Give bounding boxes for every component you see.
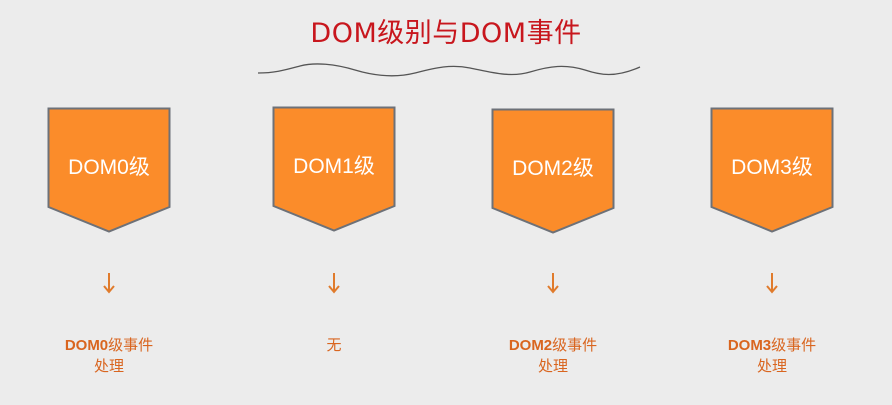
result-dom2: DOM2级事件 处理: [473, 335, 633, 377]
level-label: DOM3级: [731, 156, 813, 179]
pentagon-shape: [47, 107, 171, 233]
pentagon-shape: [710, 107, 834, 233]
result-line1: DOM0级事件: [64, 337, 154, 354]
result-line1: DOM2级事件: [508, 337, 598, 354]
result-line2: 处理: [537, 358, 568, 375]
result-dom3: DOM3级事件 处理: [692, 335, 852, 377]
result-line2: 处理: [93, 358, 124, 375]
level-box-dom3: DOM3级: [710, 107, 834, 233]
result-dom0: DOM0级事件 处理: [29, 335, 189, 377]
diagram-title: DOM级别与DOM事件: [310, 18, 582, 49]
level-box-dom1: DOM1级: [272, 106, 396, 232]
arrow-down-icon: [103, 273, 115, 294]
level-label: DOM0级: [68, 156, 150, 179]
level-box-dom2: DOM2级: [491, 108, 615, 234]
pentagon-shape: [491, 108, 615, 234]
level-label: DOM2级: [512, 157, 594, 180]
arrow-down-icon: [766, 273, 778, 294]
level-box-dom0: DOM0级: [47, 107, 171, 233]
arrow-down-icon: [547, 273, 559, 294]
arrow-down-icon: [328, 273, 340, 294]
result-line2: 处理: [756, 358, 787, 375]
result-dom1: 无: [254, 335, 414, 356]
wavy-divider: [257, 63, 641, 77]
result-line1: DOM3级事件: [727, 337, 817, 354]
pentagon-shape: [272, 106, 396, 232]
level-label: DOM1级: [293, 155, 375, 178]
result-line1: 无: [326, 337, 342, 354]
